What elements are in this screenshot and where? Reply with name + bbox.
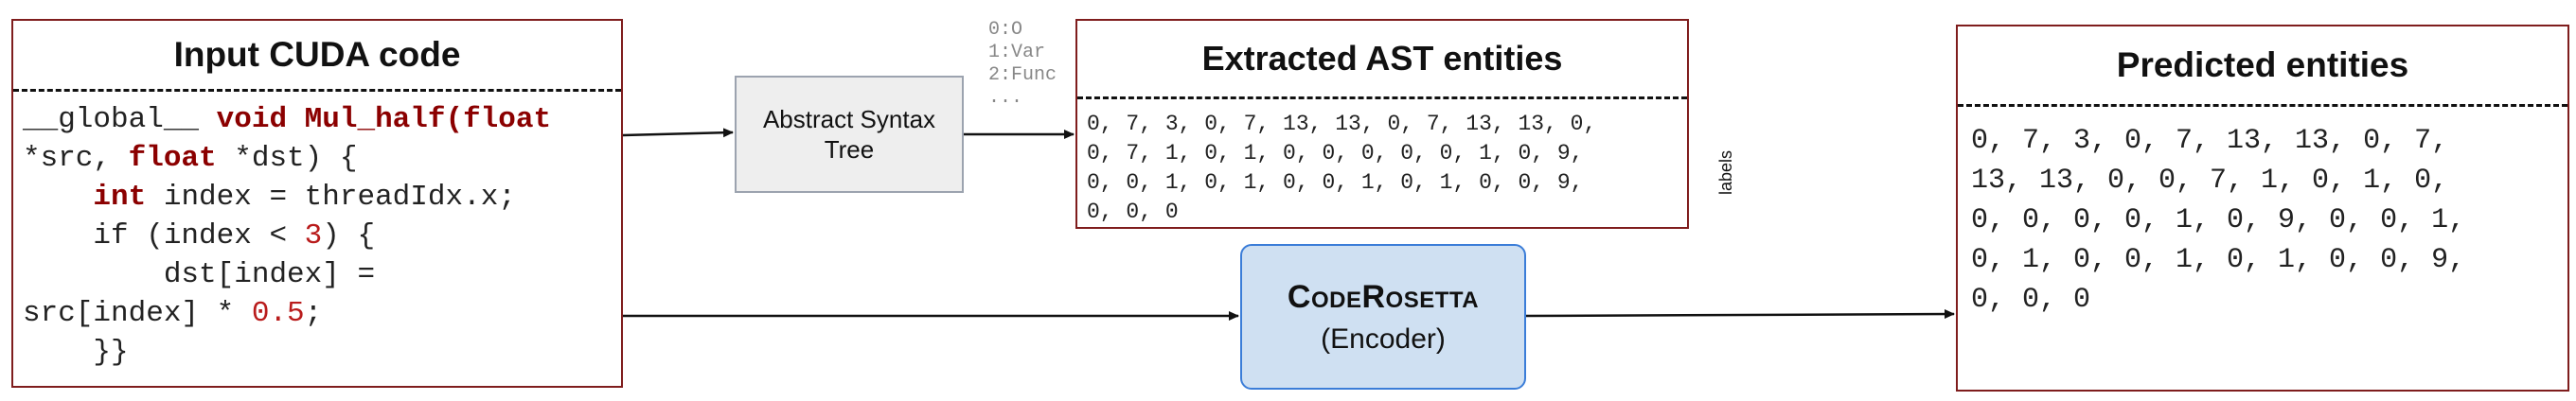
code-token: *src, <box>23 142 129 175</box>
entity-line: 0, 0, 0 <box>1087 200 1179 224</box>
entity-line: 0, 0, 0, 0, 1, 0, 9, 0, 0, 1, <box>1971 204 2466 236</box>
arrow-code-to-ast <box>622 128 734 138</box>
input-cuda-panel: Input CUDA code __global__ void Mul_half… <box>11 19 623 388</box>
encoder-subtitle: (Encoder) <box>1321 323 1446 355</box>
entity-line: 0, 1, 0, 0, 1, 0, 1, 0, 0, 9, <box>1971 244 2466 276</box>
entity-line: 0, 7, 3, 0, 7, 13, 13, 0, 7, <box>1971 125 2449 157</box>
code-token: if (index < <box>23 219 305 253</box>
ast-entities-panel: Extracted AST entities 0, 7, 3, 0, 7, 13… <box>1075 19 1689 229</box>
code-token: index = threadIdx.x; <box>146 181 516 214</box>
code-token: src[index] * <box>23 297 252 330</box>
code-line: int index = threadIdx.x; <box>23 178 613 217</box>
code-line: __global__ void Mul_half(float <box>23 100 613 139</box>
coderosetta-encoder: CodeRosetta (Encoder) <box>1240 244 1526 390</box>
code-token: ; <box>304 297 323 330</box>
ast-panel-title: Extracted AST entities <box>1077 21 1687 99</box>
vocab-entry: 2:Func <box>988 64 1057 86</box>
entity-line: 0, 7, 1, 0, 1, 0, 0, 0, 0, 0, 1, 0, 9, <box>1087 141 1584 166</box>
entity-line: 0, 0, 1, 0, 1, 0, 0, 1, 0, 1, 0, 0, 9, <box>1087 170 1584 195</box>
code-line: dst[index] = <box>23 255 613 294</box>
predicted-panel-title: Predicted entities <box>1958 26 2567 107</box>
vocab-entry: ... <box>988 87 1023 109</box>
ast-entities-list: 0, 7, 3, 0, 7, 13, 13, 0, 7, 13, 13, 0, 0… <box>1087 110 1678 227</box>
entity-line: 0, 0, 0 <box>1971 284 2091 316</box>
entity-line: 0, 7, 3, 0, 7, 13, 13, 0, 7, 13, 13, 0, <box>1087 112 1597 136</box>
code-token: float <box>128 142 217 175</box>
code-token: int <box>93 181 147 214</box>
code-line: *src, float *dst) { <box>23 139 613 178</box>
code-token: void Mul_half(float <box>216 103 552 136</box>
entity-line: 13, 13, 0, 0, 7, 1, 0, 1, 0, <box>1971 165 2449 197</box>
code-token: 0.5 <box>251 297 305 330</box>
ast-node-line1: Abstract Syntax <box>762 105 936 133</box>
code-token: 3 <box>304 219 323 253</box>
predicted-entities-panel: Predicted entities 0, 7, 3, 0, 7, 13, 13… <box>1956 25 2569 392</box>
vocab-entry: 0:O <box>988 19 1023 41</box>
code-line: src[index] * 0.5; <box>23 294 613 333</box>
ast-node-line2: Tree <box>824 135 875 164</box>
code-token: ) { <box>322 219 376 253</box>
input-panel-title: Input CUDA code <box>13 21 621 92</box>
encoder-name: CodeRosetta <box>1287 278 1480 315</box>
code-token: *dst) { <box>216 142 358 175</box>
predicted-entities-list: 0, 7, 3, 0, 7, 13, 13, 0, 7, 13, 13, 0, 0… <box>1971 121 2558 320</box>
code-token: }} <box>23 336 129 369</box>
vocab-entry: 1:Var <box>988 42 1046 63</box>
ast-node: Abstract Syntax Tree <box>735 76 964 193</box>
code-token: __global__ <box>23 103 217 136</box>
arrow-encoder-to-predicted <box>1525 309 1955 320</box>
cuda-code-block: __global__ void Mul_half(float*src, floa… <box>23 100 613 372</box>
code-line: }} <box>23 333 613 372</box>
code-token: dst[index] = <box>23 258 376 291</box>
code-line: if (index < 3) { <box>23 217 613 255</box>
